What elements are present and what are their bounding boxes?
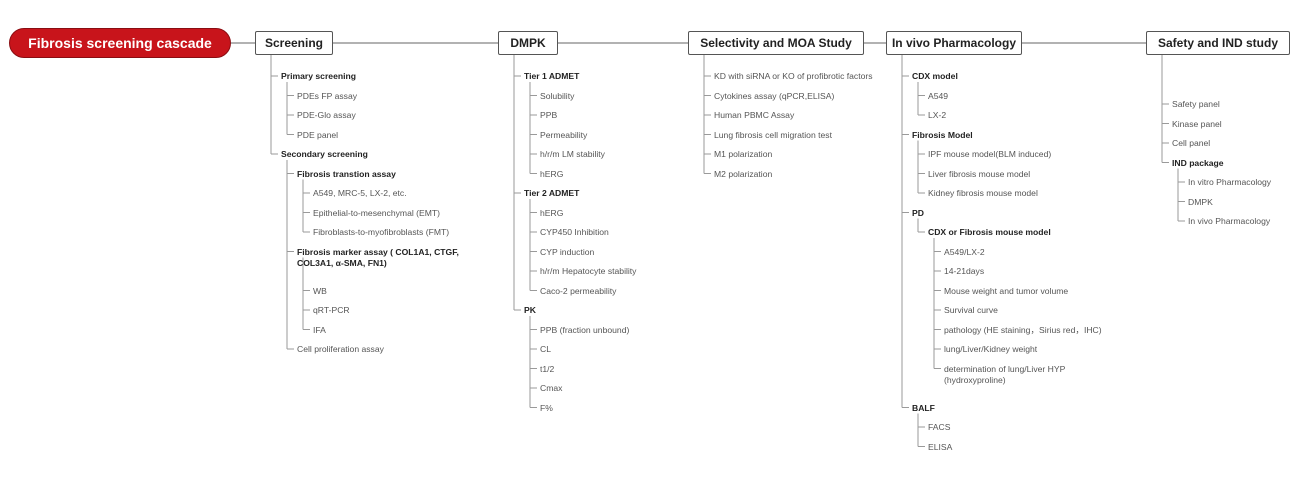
- node-tier-2-admet: Tier 2 ADMET: [524, 188, 580, 198]
- node-qrt-pcr: qRT-PCR: [313, 305, 350, 315]
- node-cyp-induction: CYP induction: [540, 246, 595, 257]
- node-t1-2: t1/2: [540, 363, 555, 374]
- node-14-21days: 14-21days: [944, 266, 985, 276]
- node-cl: CL: [540, 344, 551, 354]
- branch-selectivity-and-moa-study: Selectivity and MOA Study: [688, 31, 864, 55]
- node-herg: hERG: [540, 207, 564, 218]
- node-pdes-fp-assay: PDEs FP assay: [297, 90, 358, 101]
- node-primary-screening: Primary screening: [281, 71, 356, 81]
- node-lung-liver-kidney-weight: lung/Liver/Kidney weight: [944, 344, 1038, 354]
- node-cytokines-assay-qpcr-elisa: Cytokines assay (qPCR,ELISA): [714, 90, 835, 101]
- node-cell-panel: Cell panel: [1172, 138, 1211, 148]
- node-a549: A549: [928, 90, 949, 101]
- node-pd: PD: [912, 207, 924, 218]
- node-in-vivo-pharmacology: In vivo Pharmacology: [1188, 216, 1271, 226]
- node-dmpk: DMPK: [1188, 196, 1213, 207]
- node-kd-with-sirna-or-ko-of-profibrotic-factors: KD with siRNA or KO of profibrotic facto…: [714, 71, 873, 81]
- node-lung-fibrosis-cell-migration-test: Lung fibrosis cell migration test: [714, 129, 832, 140]
- node-a549-mrc-5-lx-2-etc: A549, MRC-5, LX-2, etc.: [313, 188, 407, 198]
- node-cdx-or-fibrosis-mouse-model: CDX or Fibrosis mouse model: [928, 227, 1051, 237]
- node-cdx-model: CDX model: [912, 71, 958, 81]
- node-h-r-m-hepatocyte-stability: h/r/m Hepatocyte stability: [540, 266, 637, 276]
- node-ifa: IFA: [313, 324, 326, 335]
- node-cell-proliferation-assay: Cell proliferation assay: [297, 344, 384, 354]
- root-node: Fibrosis screening cascade: [9, 28, 231, 58]
- node-solubility: Solubility: [540, 90, 575, 101]
- node-pk: PK: [524, 305, 536, 315]
- node-fibroblasts-to-myofibroblasts-fmt: Fibroblasts-to-myofibroblasts (FMT): [313, 227, 450, 237]
- node-m1-polarization: M1 polarization: [714, 149, 773, 159]
- branch-safety-and-ind-study: Safety and IND study: [1146, 31, 1290, 55]
- node-human-pbmc-assay: Human PBMC Assay: [714, 110, 795, 120]
- node-ind-package: IND package: [1172, 157, 1224, 168]
- node-a549-lx-2: A549/LX-2: [944, 246, 985, 257]
- node-m2-polarization: M2 polarization: [714, 168, 773, 179]
- node-ppb-fraction-unbound: PPB (fraction unbound): [540, 324, 630, 335]
- node-fibrosis-marker-assay-col1a1-ctgf-col3a1-sma-fn1: Fibrosis marker assay ( COL1A1, CTGF, CO…: [297, 246, 459, 268]
- node-determination-of-lung-liver-hyp-hydroxyproline: determination of lung/Liver HYP (hydroxy…: [944, 363, 1066, 385]
- node-ppb: PPB: [540, 110, 558, 120]
- node-ipf-mouse-model-blm-induced: IPF mouse model(BLM induced): [928, 149, 1052, 159]
- node-in-vitro-pharmacology: In vitro Pharmacology: [1188, 177, 1272, 187]
- node-pathology-he-staining-sirius-red-ihc: pathology (HE staining，Sirius red，IHC): [944, 324, 1102, 335]
- node-lx-2: LX-2: [928, 110, 947, 120]
- node-survival-curve: Survival curve: [944, 305, 998, 315]
- node-cmax: Cmax: [540, 383, 563, 393]
- node-fibrosis-model: Fibrosis Model: [912, 129, 973, 140]
- branch-screening: Screening: [255, 31, 333, 55]
- node-h-r-m-lm-stability: h/r/m LM stability: [540, 149, 605, 159]
- node-kinase-panel: Kinase panel: [1172, 118, 1222, 129]
- node-caco-2-permeability: Caco-2 permeability: [540, 285, 617, 296]
- node-permeability: Permeability: [540, 129, 588, 140]
- node-safety-panel: Safety panel: [1172, 99, 1220, 109]
- node-kidney-fibrosis-mouse-model: Kidney fibrosis mouse model: [928, 188, 1038, 198]
- node-liver-fibrosis-mouse-model: Liver fibrosis mouse model: [928, 168, 1031, 179]
- node-facs: FACS: [928, 422, 951, 432]
- branch-in-vivo-pharmacology: In vivo Pharmacology: [886, 31, 1022, 55]
- node-f: F%: [540, 402, 553, 413]
- node-balf: BALF: [912, 402, 935, 413]
- node-epithelial-to-mesenchymal-emt: Epithelial-to-mesenchymal (EMT): [313, 207, 441, 218]
- node-tier-1-admet: Tier 1 ADMET: [524, 71, 580, 81]
- node-pde-glo-assay: PDE-Glo assay: [297, 110, 356, 120]
- node-fibrosis-transtion-assay: Fibrosis transtion assay: [297, 168, 396, 179]
- node-cyp450-inhibition: CYP450 Inhibition: [540, 227, 609, 237]
- node-mouse-weight-and-tumor-volume: Mouse weight and tumor volume: [944, 285, 1069, 296]
- node-elisa: ELISA: [928, 441, 953, 452]
- node-secondary-screening: Secondary screening: [281, 149, 368, 159]
- node-herg: hERG: [540, 168, 564, 179]
- branch-dmpk: DMPK: [498, 31, 558, 55]
- node-wb: WB: [313, 285, 327, 296]
- node-pde-panel: PDE panel: [297, 129, 339, 140]
